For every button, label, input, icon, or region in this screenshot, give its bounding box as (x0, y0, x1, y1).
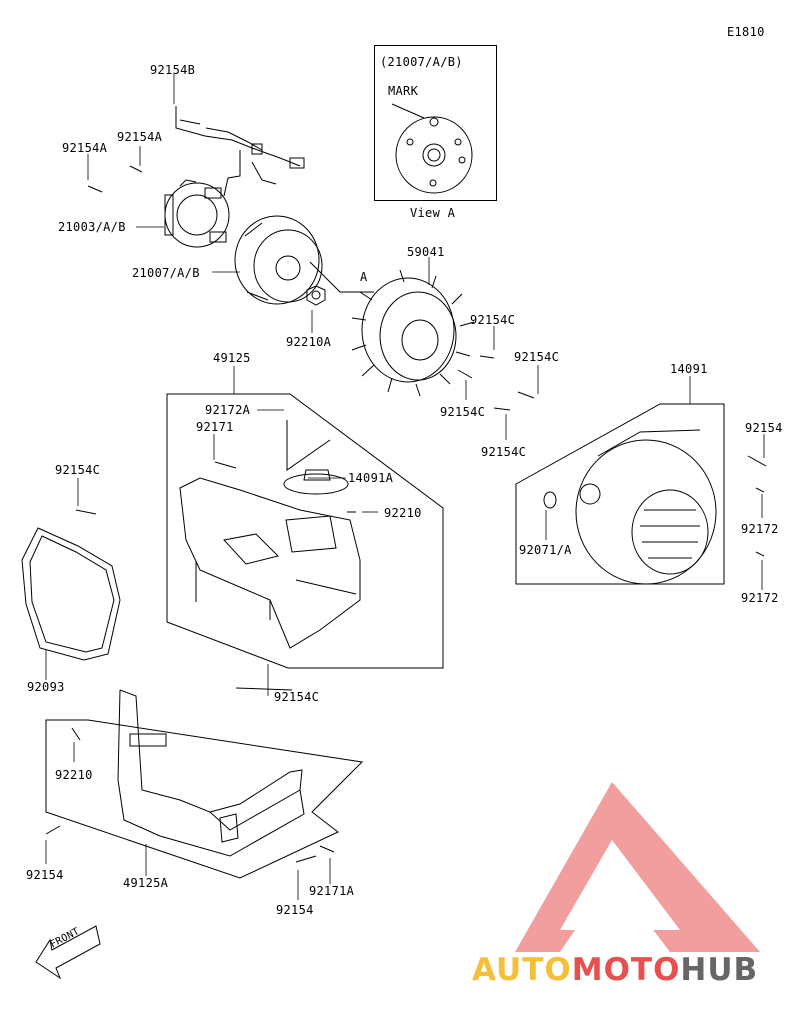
housing-14091-frame (515, 403, 725, 585)
rotor-21007 (234, 215, 323, 305)
label-92154C-5: 92154C (55, 463, 101, 477)
label-92154-lower-left: 92154 (26, 868, 64, 882)
bolt-92154C-5 (75, 509, 97, 515)
label-92210-lower: 92210 (55, 768, 93, 782)
nut-92210A (306, 285, 326, 306)
watermark-part3: HUB (680, 952, 759, 988)
shroud-49125 (179, 477, 361, 649)
screws-92172 (755, 487, 765, 557)
bolt-92154C-6 (235, 687, 293, 691)
label-92093: 92093 (27, 680, 65, 694)
shroud-49125-frame (166, 393, 444, 669)
label-14091A: 14091A (348, 471, 394, 485)
label-92154A-right: 92154A (117, 130, 163, 144)
view-a-part: (21007/A/B) (380, 55, 463, 69)
callout-a-leader (309, 261, 374, 293)
fan-housing-14091 (575, 429, 717, 585)
front-arrow-icon (35, 925, 101, 980)
bolt-92154C-1 (479, 355, 495, 359)
watermark-logo: AUTOMOTOHUB (472, 952, 758, 988)
label-92154A-left: 92154A (62, 141, 108, 155)
bolt-92154-lower-mid (295, 855, 317, 863)
view-a-rotor-face (391, 103, 473, 194)
label-92154C-3: 92154C (440, 405, 486, 419)
label-92154C-4: 92154C (481, 445, 527, 459)
label-92172-upper: 92172 (741, 522, 779, 536)
label-92154C-2: 92154C (514, 350, 560, 364)
shroud-49125A-frame (45, 719, 364, 879)
label-49125: 49125 (213, 351, 251, 365)
label-92154-right: 92154 (745, 421, 783, 435)
label-92154-lower-mid: 92154 (276, 903, 314, 917)
cover-14091A (283, 469, 349, 495)
label-21007: 21007/A/B (132, 266, 200, 280)
label-92171A: 92171A (309, 884, 355, 898)
label-92154B: 92154B (150, 63, 196, 77)
nut-92210-lower (71, 727, 81, 741)
label-92171: 92171 (196, 420, 234, 434)
label-92154C-1: 92154C (470, 313, 516, 327)
bolt-92154C-3 (517, 391, 535, 399)
automotohub-logo-icon (515, 782, 760, 952)
label-92210-upper: 92210 (384, 506, 422, 520)
label-49125A: 49125A (123, 876, 169, 890)
bolt-92154-lower-left (45, 825, 61, 835)
callout-a: A (360, 270, 368, 284)
washer-92071A (543, 491, 557, 509)
leader-lines (45, 74, 765, 900)
bolt-92154C-2 (457, 369, 473, 379)
label-92154C-6: 92154C (274, 690, 320, 704)
label-21003: 21003/A/B (58, 220, 126, 234)
watermark-part2: MOTO (571, 952, 681, 988)
gasket-92093 (21, 527, 121, 661)
label-92071A: 92071/A (519, 543, 572, 557)
label-59041: 59041 (407, 245, 445, 259)
cooling-fan-59041 (351, 269, 475, 397)
lower-shroud-49125A (117, 689, 305, 857)
view-a-caption: View A (410, 206, 456, 220)
clip-92171A (319, 845, 335, 853)
clip-92171 (214, 461, 237, 469)
screw-92154A-right (129, 165, 143, 173)
watermark-part1: AUTO (472, 952, 572, 988)
bolt-92154C-4 (493, 407, 511, 411)
bolt-92154-right (747, 455, 767, 467)
label-92172A: 92172A (205, 403, 251, 417)
view-a-box (374, 45, 497, 201)
leader-92172A (286, 420, 331, 471)
screw-92154A-left (87, 185, 103, 193)
view-a-mark: MARK (388, 84, 419, 98)
stator-assembly (164, 106, 305, 248)
label-92172-lower: 92172 (741, 591, 779, 605)
label-14091: 14091 (670, 362, 708, 376)
diagram-code: E1810 (727, 25, 765, 39)
label-92210A: 92210A (286, 335, 332, 349)
